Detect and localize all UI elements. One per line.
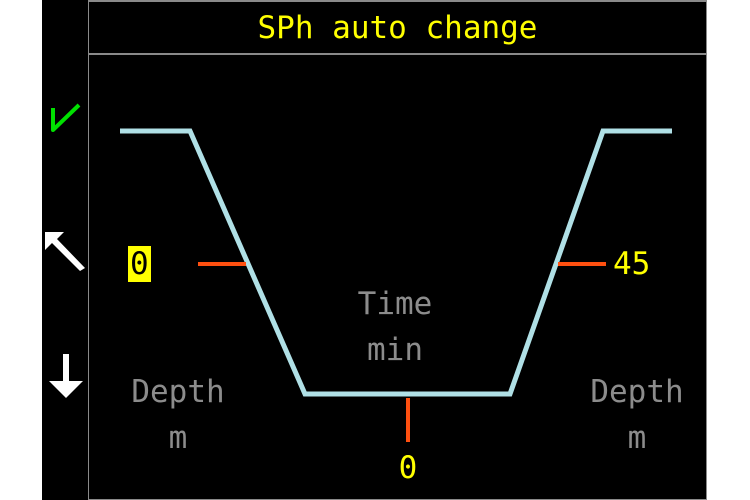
page-title: SPh auto change — [257, 10, 538, 46]
time-unit-label: min — [367, 332, 423, 368]
right-depth-label: Depth — [590, 374, 684, 410]
arrow-up-left-icon[interactable] — [42, 228, 88, 272]
dive-profile-line — [120, 128, 672, 397]
left-depth-label: Depth — [131, 374, 225, 410]
left-depth-unit-label: m — [168, 420, 188, 456]
time-label: Time — [357, 286, 433, 322]
right-depth-unit-label: m — [627, 420, 647, 456]
auto-change-panel: SPh auto change — [88, 0, 707, 500]
left-depth-value-selected[interactable]: 0 — [128, 246, 151, 282]
time-value[interactable]: 0 — [398, 450, 418, 486]
side-button-strip — [42, 0, 88, 500]
right-depth-value[interactable]: 45 — [613, 246, 651, 282]
title-bar: SPh auto change — [89, 2, 706, 55]
left-depth-value[interactable]: 0 — [128, 246, 151, 282]
check-icon[interactable] — [46, 100, 82, 136]
arrow-down-icon[interactable] — [48, 354, 84, 400]
